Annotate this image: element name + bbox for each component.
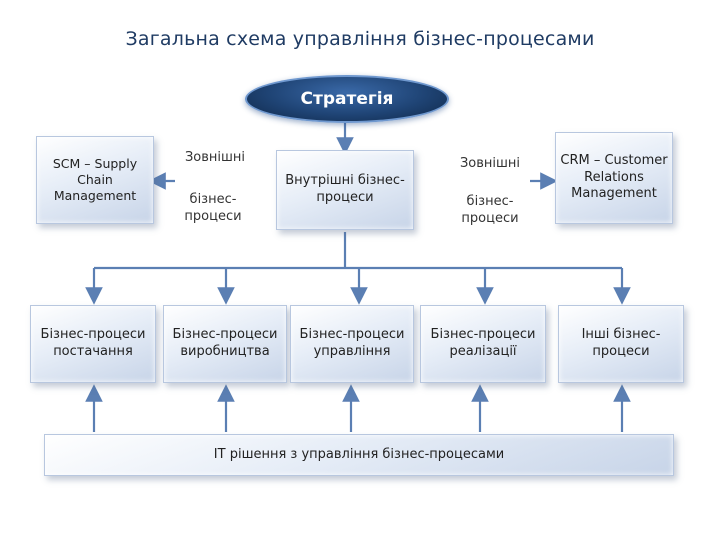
process-label: Інші бізнес-процеси (581, 327, 661, 359)
process-box-other: Інші бізнес-процеси (558, 305, 684, 383)
external-left-top-label: Зовнішні (184, 150, 246, 165)
external-right-top-label: Зовнішні (459, 156, 521, 171)
it-solutions-box: IT рішення з управління бізнес-процесами (44, 434, 674, 476)
external-left-bottom-label: бізнес-процеси (184, 192, 242, 224)
process-box-supply: Бізнес-процеси постачання (30, 305, 156, 383)
crm-box: CRM – Customer Relations Management (555, 132, 673, 224)
strategy-ellipse: Стратегія (245, 75, 449, 123)
scm-box: SCM – Supply Chain Management (36, 136, 154, 224)
diagram-title: Загальна схема управління бізнес-процеса… (125, 28, 595, 50)
crm-label: CRM – Customer Relations Management (560, 152, 668, 202)
process-box-management: Бізнес-процеси управління (290, 305, 414, 383)
process-box-production: Бізнес-процеси виробництва (163, 305, 287, 383)
external-right-bottom-label: бізнес-процеси (461, 194, 519, 226)
scm-label: SCM – Supply Chain Management (52, 155, 138, 204)
process-label: Бізнес-процеси постачання (40, 327, 146, 359)
it-label: IT рішення з управління бізнес-процесами (213, 446, 505, 462)
process-box-sales: Бізнес-процеси реалізації (420, 305, 546, 383)
internal-label: Внутрішні бізнес-процеси (285, 173, 405, 205)
strategy-label: Стратегія (300, 89, 394, 109)
process-label: Бізнес-процеси реалізації (430, 327, 536, 359)
process-label: Бізнес-процеси виробництва (172, 327, 278, 359)
process-label: Бізнес-процеси управління (299, 327, 405, 359)
internal-box: Внутрішні бізнес-процеси (276, 150, 414, 230)
